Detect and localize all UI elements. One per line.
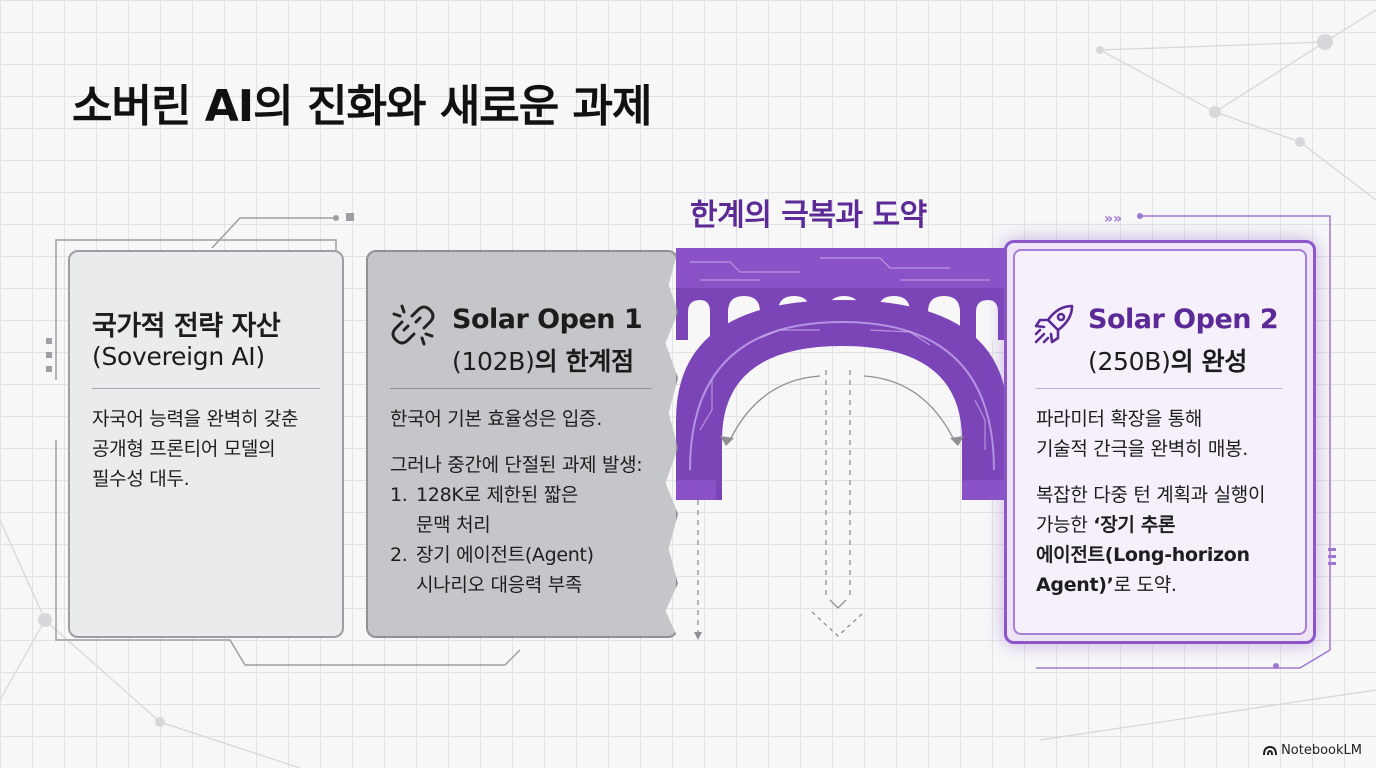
logo-text: NotebookLM (1281, 743, 1362, 758)
notebooklm-icon (1263, 745, 1278, 755)
card2-body: 한국어 기본 효율성은 입증. 그러나 중간에 단절된 과제 발생: 1.128… (390, 404, 643, 600)
card3-body-line: 에이전트(Long-horizon (1036, 544, 1250, 566)
card3-subheading-rest: 의 완성 (1170, 347, 1248, 376)
card3-subheading-params: (250B) (1088, 347, 1171, 376)
card3-heading: Solar Open 2 (1088, 304, 1279, 335)
card3-body-line: 기술적 간극을 완벽히 매봉. (1036, 438, 1248, 460)
card1-body-line: 자국어 능력을 완벽히 갖춘 (92, 408, 299, 430)
card3-subheading: (250B)의 완성 (1088, 342, 1247, 378)
card1-body: 자국어 능력을 완벽히 갖춘 공개형 프론티어 모델의 필수성 대두. (92, 404, 299, 494)
broken-chain-icon (391, 304, 435, 346)
card2-heading: Solar Open 1 (452, 304, 643, 335)
card3-body: 파라미터 확장을 통해 기술적 간극을 완벽히 매봉. 복잡한 다중 턴 계획과… (1036, 404, 1265, 600)
card2-subheading-params: (102B) (452, 347, 535, 376)
rocket-icon (1034, 304, 1074, 344)
svg-text:»»: »» (1104, 211, 1122, 227)
list-item: 1.128K로 제한된 짧은 (390, 484, 579, 506)
card3-body-line: 복잡한 다중 턴 계획과 실행이 (1036, 484, 1266, 506)
card1-body-line: 필수성 대두. (92, 468, 190, 490)
card1-divider (92, 388, 320, 389)
card2-lead: 그러나 중간에 단절된 과제 발생: (390, 454, 643, 476)
list-item: 2.장기 에이전트(Agent) (390, 544, 594, 566)
bridge-label: 한계의 극복과 도약 (690, 198, 927, 233)
list-item-cont: 시나리오 대응력 부족 (416, 574, 583, 596)
card1-body-line: 공개형 프론티어 모델의 (92, 438, 276, 460)
page-title: 소버린 AI의 진화와 새로운 과제 (72, 81, 652, 132)
card-sovereign-ai (68, 250, 344, 638)
card2-intro: 한국어 기본 효율성은 입증. (390, 408, 602, 430)
card2-subheading-rest: 의 한계점 (534, 347, 635, 376)
card-solar-open-2 (1004, 240, 1316, 644)
card3-body-line: Agent)’로 도약. (1036, 574, 1177, 596)
card3-body-line: 가능한 ‘장기 추론 (1036, 514, 1176, 536)
card-solar-open-1 (366, 250, 678, 638)
card3-body-line: 파라미터 확장을 통해 (1036, 408, 1203, 430)
card1-heading: 국가적 전략 자산 (92, 311, 281, 342)
card2-subheading: (102B)의 한계점 (452, 342, 634, 378)
list-item-cont: 문맥 처리 (416, 514, 491, 536)
notebooklm-logo: NotebookLM (1263, 743, 1362, 758)
card1-subheading: (Sovereign AI) (92, 342, 265, 371)
card3-divider (1036, 388, 1282, 389)
card2-divider (390, 388, 652, 389)
